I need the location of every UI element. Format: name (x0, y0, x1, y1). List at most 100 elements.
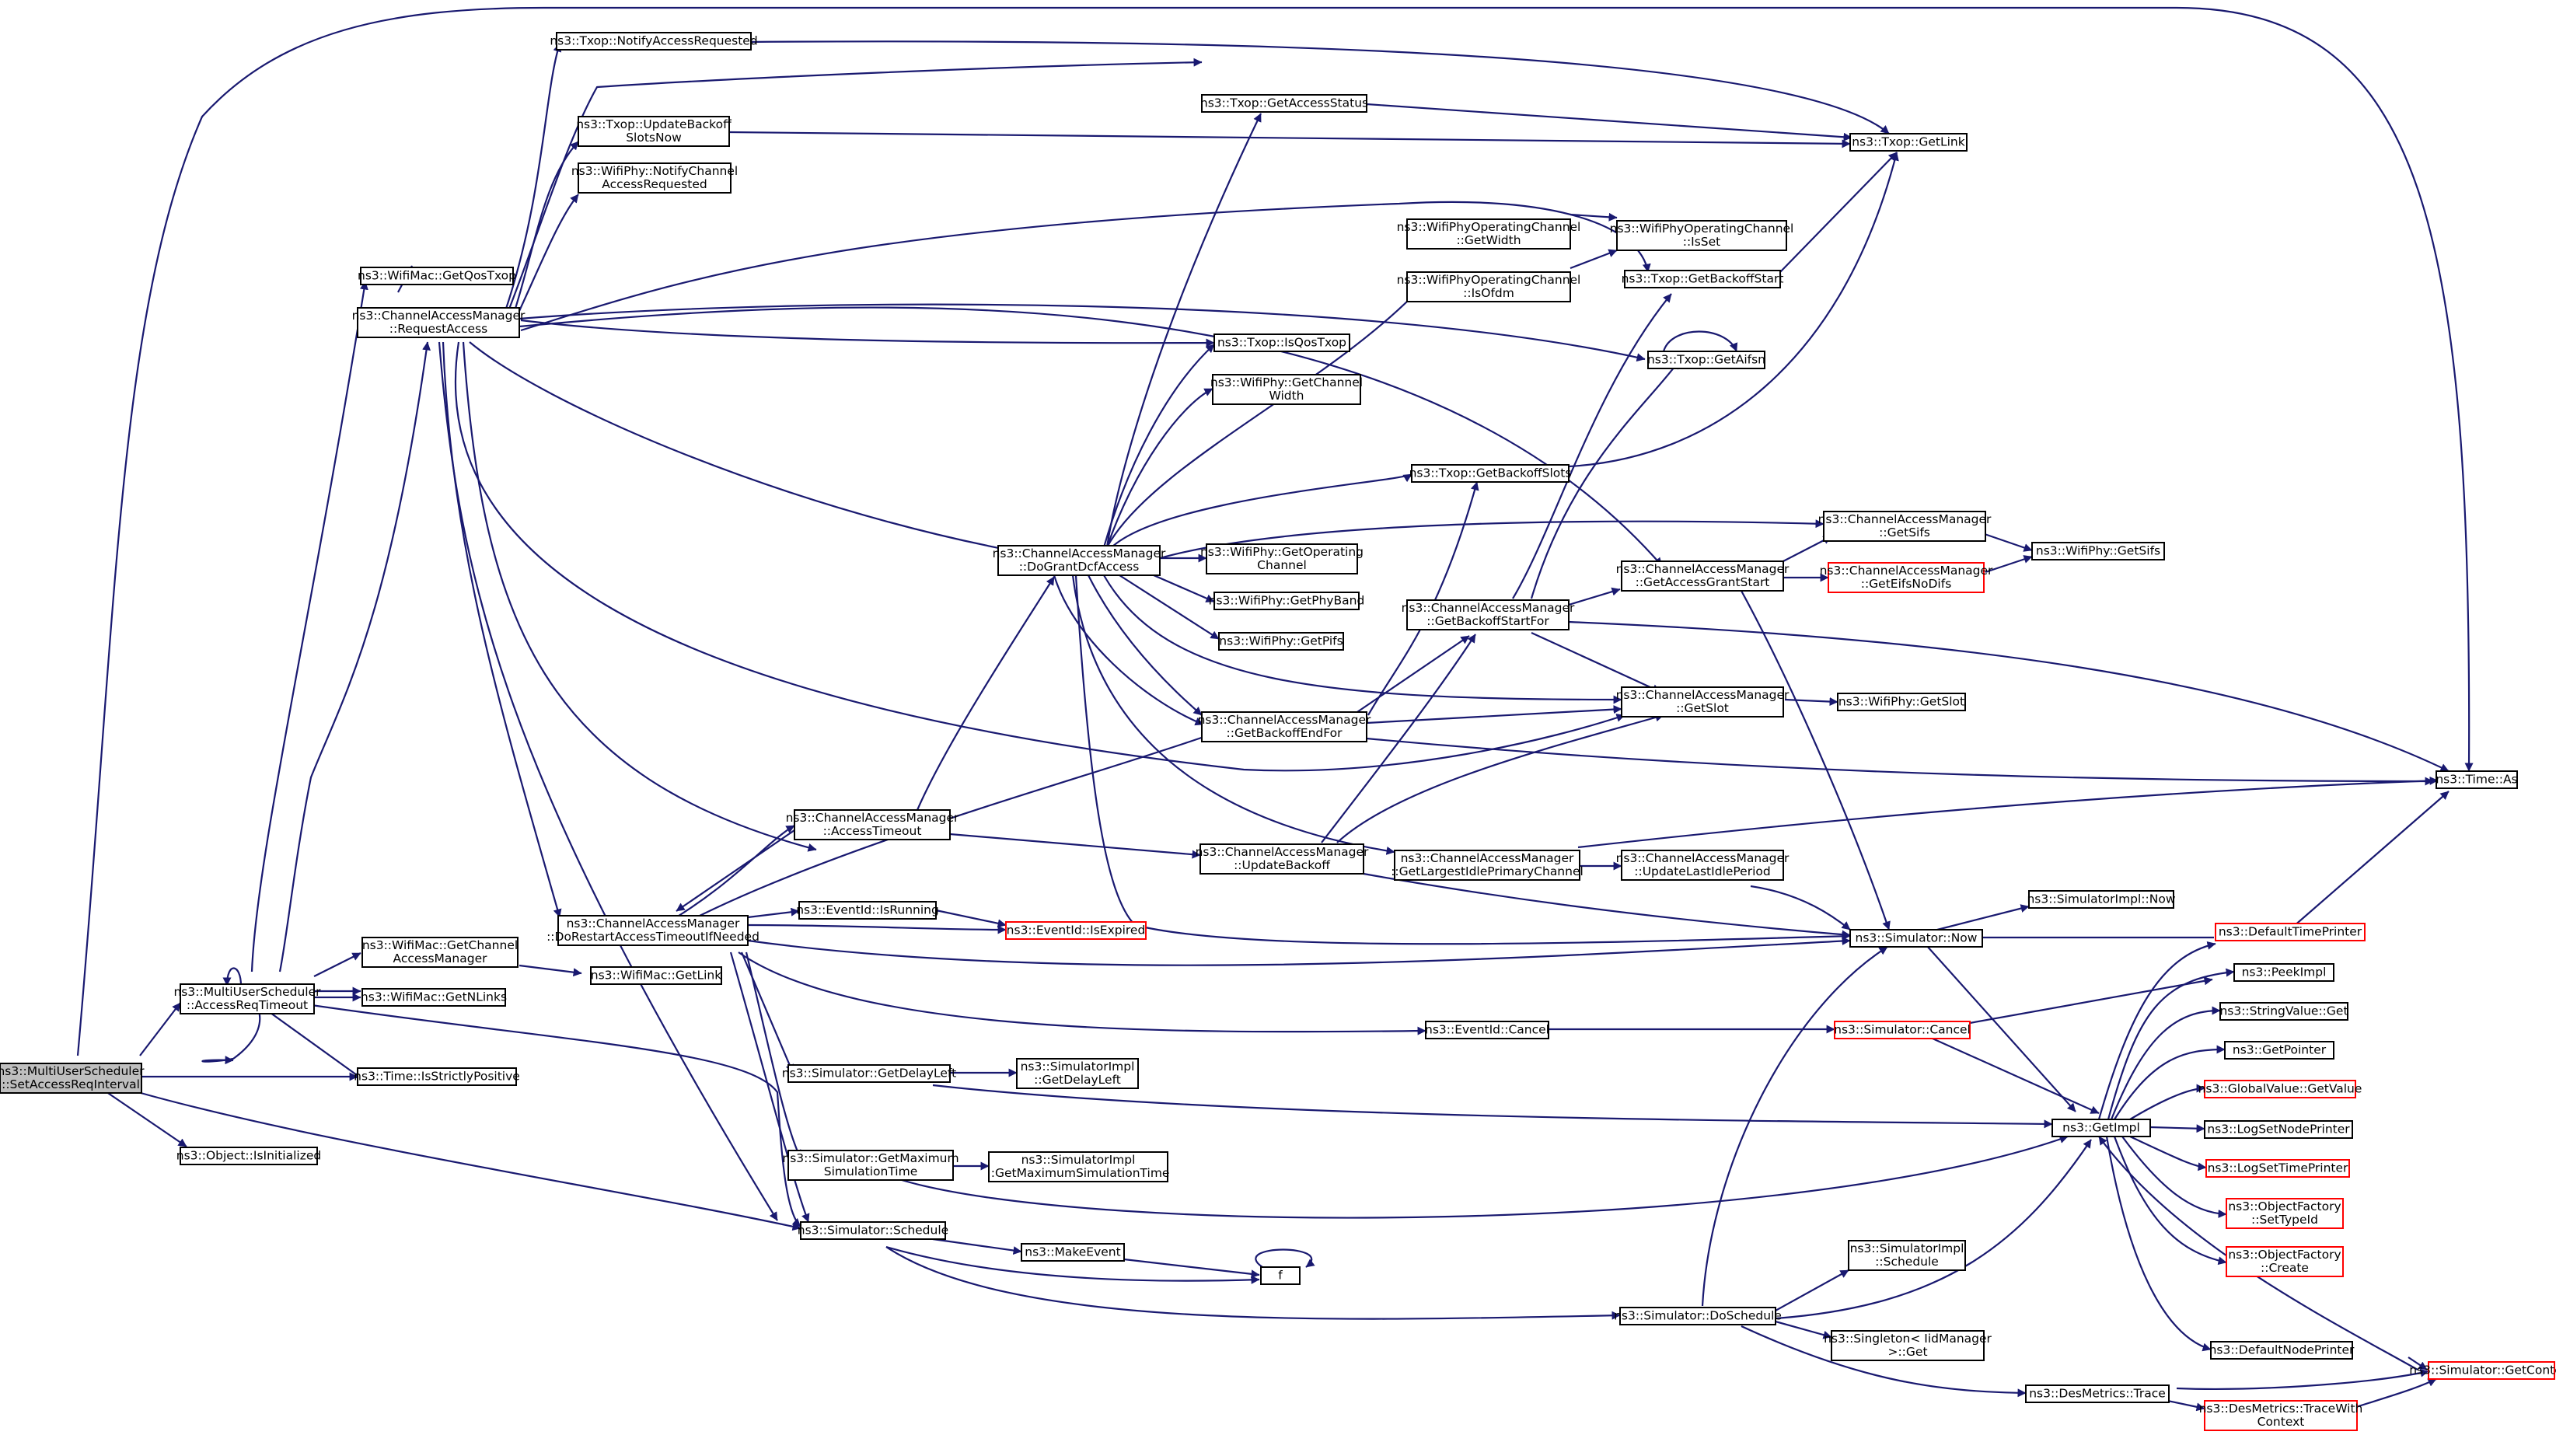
graph-node-txop-aifsn[interactable]: ns3::Txop::GetAifsn (1647, 351, 1765, 369)
graph-node-cam-slot[interactable]: ns3::ChannelAccessManager::GetSlot (1616, 686, 1790, 718)
graph-node-mus-acc[interactable]: ns3::MultiUserScheduler::AccessReqTimeou… (173, 983, 321, 1014)
graph-node-getptr[interactable]: ns3::GetPointer (2224, 1041, 2334, 1060)
graph-node-cam-restart[interactable]: ns3::ChannelAccessManager::DoRestartAcce… (546, 915, 759, 946)
node-label: ns3::DesMetrics::Trace (2029, 1387, 2166, 1401)
graph-node-phy-sifs[interactable]: ns3::WifiPhy::GetSifs (2031, 542, 2165, 560)
graph-node-cam-sifs[interactable]: ns3::ChannelAccessManager::GetSifs (1818, 511, 1992, 542)
graph-node-peek[interactable]: ns3::PeekImpl (2233, 963, 2334, 982)
graph-node-f[interactable]: f (1260, 1266, 1301, 1285)
graph-node-cam-gstart[interactable]: ns3::ChannelAccessManager::GetAccessGran… (1616, 560, 1790, 592)
graph-node-txop-isqos[interactable]: ns3::Txop::IsQosTxop (1213, 333, 1350, 352)
graph-node-of-create[interactable]: ns3::ObjectFactory::Create (2226, 1246, 2344, 1277)
graph-node-simimpl-now[interactable]: ns3::SimulatorImpl::Now (2027, 890, 2176, 909)
graph-node-singleton[interactable]: ns3::Singleton< IidManager>::Get (1824, 1330, 1992, 1361)
graph-node-gv-get[interactable]: ns3::GlobalValue::GetValue (2198, 1080, 2362, 1098)
node-box (2226, 1198, 2344, 1229)
node-label: ns3::LogSetTimePrinter (2208, 1161, 2348, 1175)
graph-node-cam-bef[interactable]: ns3::ChannelAccessManager::GetBackoffEnd… (1198, 711, 1371, 742)
edge (518, 194, 579, 312)
edge (1577, 776, 2439, 849)
graph-node-phy-notify[interactable]: ns3::WifiPhy::NotifyChannelAccessRequest… (571, 162, 738, 194)
graph-node-time-as[interactable]: ns3::Time::As (2436, 770, 2518, 789)
graph-node-ev-cancel[interactable]: ns3::EventId::Cancel (1425, 1021, 1549, 1039)
graph-node-txop-status[interactable]: ns3::Txop::GetAccessStatus (1200, 94, 1368, 113)
node-box (557, 915, 749, 946)
node-box (1647, 351, 1765, 369)
node-label: ns3::Txop::GetAifsn (1647, 353, 1765, 367)
graph-node-des-trace[interactable]: ns3::DesMetrics::Trace (2025, 1384, 2170, 1403)
graph-node-log-snp[interactable]: ns3::LogSetNodePrinter (2204, 1120, 2353, 1139)
graph-node-sim-sched[interactable]: ns3::Simulator::Schedule (798, 1221, 948, 1240)
graph-node-sv-get[interactable]: ns3::StringValue::Get (2219, 1002, 2348, 1021)
graph-node-cam-ub[interactable]: ns3::ChannelAccessManager::UpdateBackoff (1196, 843, 1369, 875)
graph-node-mac-link[interactable]: ns3::WifiMac::GetLink (590, 966, 722, 985)
graph-node-cam-grant[interactable]: ns3::ChannelAccessManager::DoGrantDcfAcc… (993, 545, 1166, 576)
graph-node-cam-req[interactable]: ns3::ChannelAccessManager::RequestAccess (352, 307, 526, 338)
graph-node-ev-run[interactable]: ns3::EventId::IsRunning (796, 901, 939, 920)
node-label: ns3::WifiPhyOperatingChannel (1397, 273, 1581, 287)
graph-node-sim-delay[interactable]: ns3::Simulator::GetDelayLeft (782, 1064, 956, 1083)
graph-node-cam-eifs[interactable]: ns3::ChannelAccessManager::GetEifsNoDifs (1820, 562, 1993, 593)
graph-node-def-tp[interactable]: ns3::DefaultTimePrinter (2215, 923, 2366, 941)
graph-node-mac-nlinks[interactable]: ns3::WifiMac::GetNLinks (361, 988, 507, 1007)
graph-node-sim-cancel[interactable]: ns3::Simulator::Cancel (1834, 1021, 1971, 1039)
edge (1985, 555, 2033, 574)
node-box (1218, 632, 1344, 651)
graph-node-phy-pifs[interactable]: ns3::WifiPhy::GetPifs (1218, 632, 1344, 651)
graph-node-cam-bsf[interactable]: ns3::ChannelAccessManager::GetBackoffSta… (1402, 599, 1575, 630)
node-box (2210, 1341, 2353, 1360)
edge (1071, 574, 1395, 855)
graph-node-simimpl-sched[interactable]: ns3::SimulatorImpl::Schedule (1848, 1240, 1966, 1271)
edge (728, 131, 1851, 148)
graph-node-getqos[interactable]: ns3::WifiMac::GetQosTxop (358, 267, 516, 285)
node-box (1201, 94, 1367, 113)
graph-node-time-strict[interactable]: ns3::Time::IsStrictlyPositive (354, 1067, 520, 1086)
graph-node-txop-bstart[interactable]: ns3::Txop::GetBackoffStart (1622, 270, 1784, 288)
edge (2129, 1136, 2207, 1171)
graph-node-simimpl-max[interactable]: ns3::SimulatorImpl::GetMaximumSimulation… (987, 1151, 1170, 1182)
edge (1153, 574, 1215, 603)
graph-node-txop-notify[interactable]: ns3::Txop::NotifyAccessRequested (550, 32, 758, 51)
node-box (1021, 1243, 1125, 1262)
node-label: ns3::Time::IsStrictlyPositive (354, 1070, 520, 1084)
graph-node-txop-bslots[interactable]: ns3::Txop::GetBackoffSlots (1409, 464, 1572, 483)
graph-node-getimpl[interactable]: ns3::GetImpl (2051, 1119, 2151, 1137)
graph-node-of-settid[interactable]: ns3::ObjectFactory::SetTypeId (2226, 1198, 2344, 1229)
edge (1932, 1037, 2100, 1115)
edge (278, 341, 431, 972)
node-box (2226, 1246, 2344, 1277)
graph-node-simimpl-delay[interactable]: ns3::SimulatorImpl::GetDelayLeft (1016, 1058, 1139, 1089)
graph-node-mus-set[interactable]: ns3::MultiUserScheduler::SetAccessReqInt… (0, 1063, 145, 1094)
edge (222, 967, 243, 986)
graph-node-sim-max[interactable]: ns3::Simulator::GetMaximumSimulationTime (782, 1150, 959, 1181)
graph-node-opch-ofdm[interactable]: ns3::WifiPhyOperatingChannel::IsOfdm (1397, 271, 1581, 302)
graph-node-def-np[interactable]: ns3::DefaultNodePrinter (2209, 1341, 2355, 1360)
graph-node-phy-slot[interactable]: ns3::WifiPhy::GetSlot (1837, 693, 1966, 711)
node-label: ns3::WifiPhy::NotifyChannel (571, 164, 738, 178)
graph-node-cam-at[interactable]: ns3::ChannelAccessManager::AccessTimeout (786, 809, 959, 840)
graph-node-ev-exp[interactable]: ns3::EventId::IsExpired (1005, 921, 1147, 940)
graph-node-phy-band[interactable]: ns3::WifiPhy::GetPhyBand (1209, 592, 1365, 610)
graph-node-mkevent[interactable]: ns3::MakeEvent (1021, 1243, 1125, 1262)
graph-node-sim-dosched[interactable]: ns3::Simulator::DoSchedule (1614, 1307, 1782, 1325)
node-label: ::GetBackoffStartFor (1426, 614, 1549, 628)
graph-node-opch-isset[interactable]: ns3::WifiPhyOperatingChannel::IsSet (1610, 220, 1794, 251)
graph-node-sim-now[interactable]: ns3::Simulator::Now (1849, 929, 1983, 948)
graph-node-log-stp[interactable]: ns3::LogSetTimePrinter (2205, 1159, 2350, 1178)
graph-node-txop-link[interactable]: ns3::Txop::GetLink (1849, 133, 1968, 152)
node-box (2219, 1002, 2348, 1021)
graph-node-obj-init[interactable]: ns3::Object::IsInitialized (176, 1147, 321, 1165)
edge (519, 306, 1663, 567)
node-box (997, 545, 1161, 576)
node-label: ns3::WifiPhyOperatingChannel (1397, 220, 1581, 234)
graph-node-cam-ulip[interactable]: ns3::ChannelAccessManager::UpdateLastIdl… (1616, 850, 1790, 881)
edge (1969, 976, 2213, 1025)
graph-node-opch-width[interactable]: ns3::WifiPhyOperatingChannel::GetWidth (1397, 218, 1581, 250)
graph-node-sim-ctx[interactable]: ns3::Simulator::GetContext (2409, 1361, 2556, 1380)
graph-node-cam-largest[interactable]: ns3::ChannelAccessManager::GetLargestIdl… (1391, 850, 1584, 881)
